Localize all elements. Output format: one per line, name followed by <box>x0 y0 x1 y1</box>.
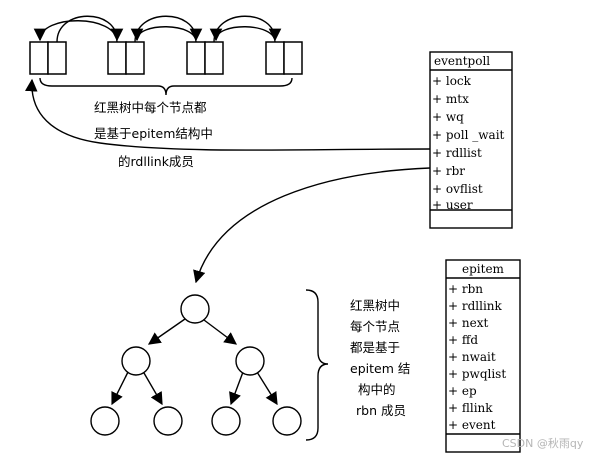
eventpoll-field: + lock <box>432 74 472 88</box>
eventpoll-field: + poll _wait <box>432 128 505 142</box>
epitem-title: epitem <box>462 262 505 276</box>
list-note-line-2: 是基于epitem结构中 <box>94 126 213 141</box>
list-brace <box>39 77 293 96</box>
list-note-line-3: 的rdllink成员 <box>118 154 194 169</box>
tree-note-line-2: 每个节点 <box>350 319 400 334</box>
epitem-field: + fllink <box>448 401 493 415</box>
arrow-rbr-to-tree-root <box>193 167 431 284</box>
epitem-field-rdllink: + rdllink <box>448 299 503 313</box>
epitem-field: + event <box>448 418 496 432</box>
tree-node-left <box>121 346 151 376</box>
list-note: 红黑树中每个节点都 是基于epitem结构中 的rdllink成员 <box>94 100 213 169</box>
tree-node-right <box>235 346 265 376</box>
tree-brace <box>305 289 329 441</box>
watermark: CSDN @秋雨qy <box>502 436 584 450</box>
tree-note-line-1: 红黑树中 <box>350 298 400 313</box>
rb-tree <box>90 294 302 436</box>
tree-note-line-5: 构中的 <box>358 382 396 397</box>
list-node-2 <box>107 41 145 75</box>
epitem-struct: epitem + rbn + rdllink + next + ffd + nw… <box>445 259 521 453</box>
eventpoll-field: + wq <box>432 110 464 124</box>
tree-node-leaf <box>153 406 183 436</box>
arrow-rdllist-to-list <box>25 78 431 151</box>
tree-note-line-6: rbn 成员 <box>356 403 406 418</box>
eventpoll-field-rbr: + rbr <box>432 164 465 178</box>
link-next-2-3 <box>134 15 203 43</box>
epitem-field: + ep <box>448 384 477 398</box>
link-prev-3-2 <box>130 26 197 43</box>
eventpoll-fields: + lock + mtx + wq + poll _wait + rdllist… <box>432 74 505 212</box>
epitem-field: + pwqlist <box>448 367 506 381</box>
tree-node-leaf <box>272 406 302 436</box>
epitem-fields: + rbn + rdllink + next + ffd + nwait + p… <box>448 282 506 432</box>
link-next-3-4 <box>213 15 282 43</box>
eventpoll-field: + user <box>432 198 473 212</box>
epitem-field-rbn: + rbn <box>448 282 483 296</box>
tree-node-leaf <box>90 406 120 436</box>
list-node-1 <box>29 41 67 75</box>
eventpoll-struct: eventpoll + lock + mtx + wq + poll _wait… <box>429 51 513 229</box>
tree-note: 红黑树中 每个节点 都是基于 epitem 结 构中的 rbn 成员 <box>350 298 410 418</box>
link-prev-2-1 <box>33 20 118 43</box>
link-prev-4-3 <box>209 26 276 43</box>
epitem-field: + ffd <box>448 333 478 347</box>
eventpoll-title: eventpoll <box>434 54 490 68</box>
tree-note-line-3: 都是基于 <box>350 340 400 355</box>
eventpoll-field-rdllist: + rdllist <box>432 146 482 160</box>
list-node-4 <box>265 41 303 75</box>
eventpoll-field: + ovflist <box>432 182 483 196</box>
rdllink-list <box>29 15 303 96</box>
tree-node-root <box>180 294 210 324</box>
tree-note-line-4: epitem 结 <box>350 361 410 376</box>
epitem-field: + nwait <box>448 350 496 364</box>
list-node-3 <box>186 41 224 75</box>
tree-node-leaf <box>211 406 241 436</box>
eventpoll-field: + mtx <box>432 92 469 106</box>
link-next-1-2 <box>56 15 124 43</box>
list-note-line-1: 红黑树中每个节点都 <box>94 100 207 115</box>
epitem-field: + next <box>448 316 488 330</box>
